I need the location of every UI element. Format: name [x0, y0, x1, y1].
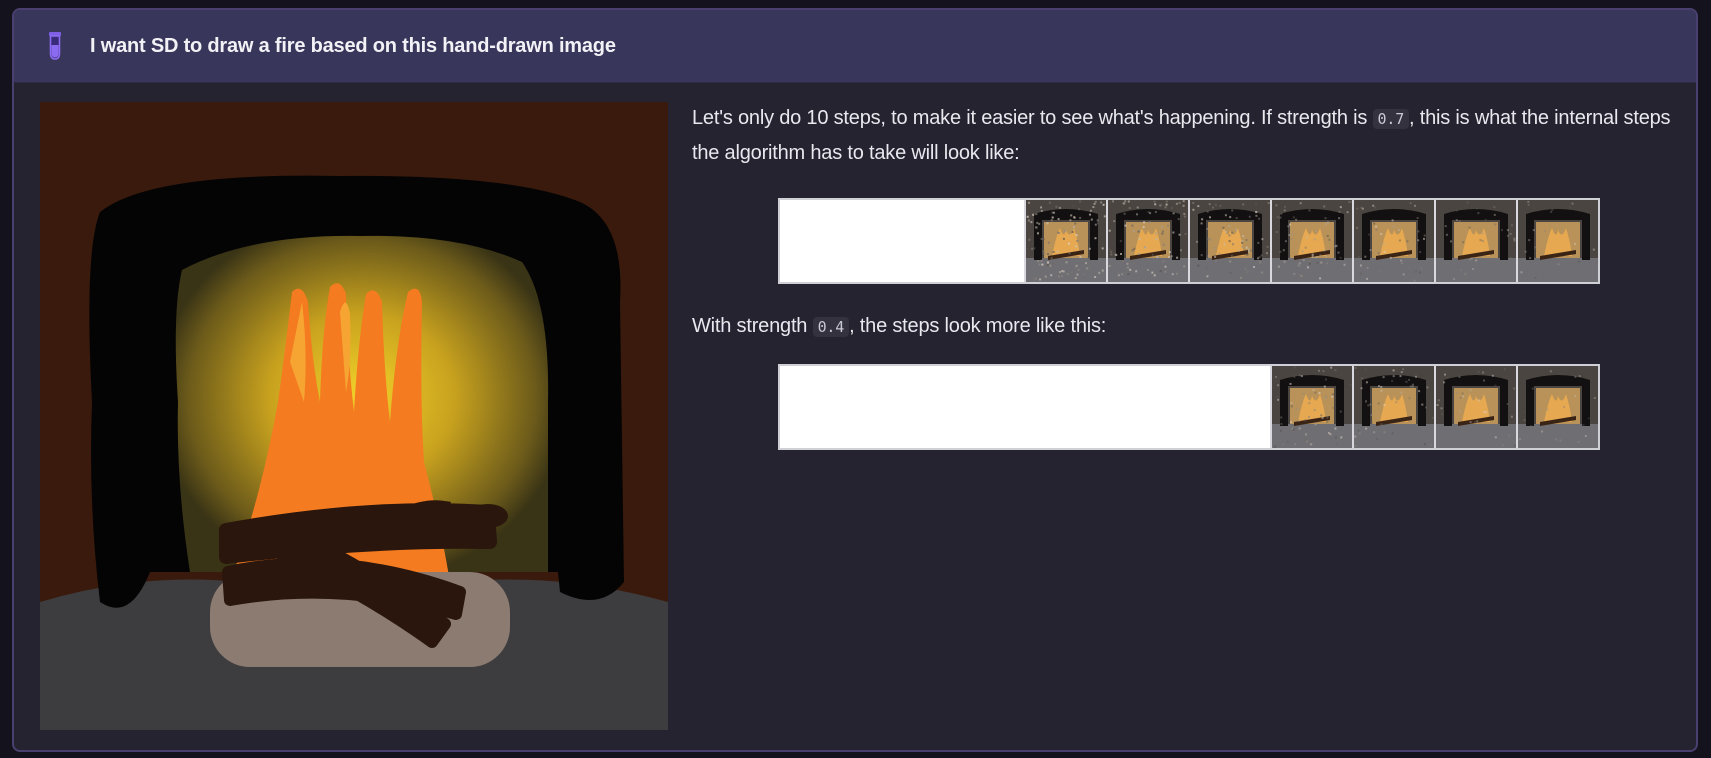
step-thumbnail [1436, 366, 1516, 448]
message-header: I want SD to draw a fire based on this h… [14, 10, 1696, 83]
step-thumbnail [1436, 200, 1516, 282]
test-tube-icon [49, 32, 61, 60]
step-frame [1434, 200, 1516, 282]
explanation-paragraph-1: Let's only do 10 steps, to make it easie… [692, 101, 1692, 170]
step-frame [1270, 366, 1352, 448]
hand-drawn-fire-image [40, 102, 668, 730]
step-frame [1434, 366, 1516, 448]
step-frame [1516, 366, 1598, 448]
steps-strip-strength-0-4 [778, 364, 1600, 450]
step-frame [1352, 366, 1434, 448]
message-card: I want SD to draw a fire based on this h… [12, 8, 1698, 752]
step-thumbnail [1026, 200, 1106, 282]
step-frame [1516, 200, 1598, 282]
step-frame [1188, 200, 1270, 282]
steps-strip-strength-0-7 [778, 198, 1600, 284]
step-frame [1270, 200, 1352, 282]
step-thumbnail [1190, 200, 1270, 282]
step-thumbnail [1272, 200, 1352, 282]
strength-value-0-4: 0.4 [812, 317, 850, 337]
para2-text-before: With strength [692, 315, 808, 337]
para2-text-after: , the steps look more like this: [849, 315, 1107, 337]
step-thumbnail [1272, 366, 1352, 448]
message-title: I want SD to draw a fire based on this h… [90, 35, 616, 57]
step-frame [1024, 200, 1106, 282]
step-thumbnail [1354, 200, 1434, 282]
step-thumbnail [1108, 200, 1188, 282]
step-thumbnail [1354, 366, 1434, 448]
strength-value-0-7: 0.7 [1372, 109, 1410, 129]
step-frame [1106, 200, 1188, 282]
step-frame [1352, 200, 1434, 282]
step-thumbnail [1518, 200, 1598, 282]
para1-text-after: , this is what the internal steps the al… [692, 107, 1671, 164]
para1-text-before: Let's only do 10 steps, to make it easie… [692, 107, 1368, 129]
step-thumbnail [1518, 366, 1598, 448]
explanation-paragraph-2: With strength 0.4, the steps look more l… [692, 309, 1592, 344]
